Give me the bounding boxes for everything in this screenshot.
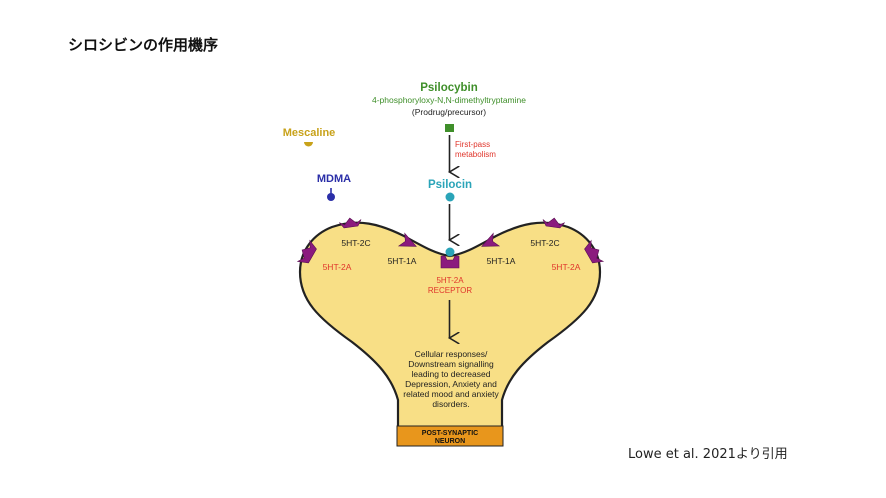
receptor-right-2c [542, 217, 565, 229]
psilocybin-name: Psilocybin [420, 82, 478, 94]
downstream-line-1: Cellular responses/ [415, 349, 488, 359]
mdma-name: MDMA [317, 173, 351, 185]
first-pass-label-2: metabolism [455, 150, 496, 159]
neuron-label-line1: POST-SYNAPTIC [422, 430, 478, 437]
slide-title: シロシビンの作用機序 [68, 36, 219, 54]
citation: Lowe et al. 2021より引用 [628, 447, 788, 462]
neuron-label-line2: NEURON [435, 438, 465, 445]
receptor-left-2c [339, 217, 362, 229]
label-right-5ht2c: 5HT-2C [530, 238, 559, 248]
psilocybin-role: (Prodrug/precursor) [412, 107, 486, 117]
mdma-molecule [327, 193, 335, 201]
downstream-line-3: leading to decreased [412, 369, 491, 379]
receptor-central [440, 255, 460, 269]
label-left-5ht2c: 5HT-2C [341, 238, 370, 248]
label-right-5ht1a: 5HT-1A [487, 256, 516, 266]
label-central-receptor-2: RECEPTOR [428, 286, 473, 295]
psilocybin-chemical-name: 4-phosphoryloxy-N,N-dimethyltryptamine [372, 95, 526, 105]
downstream-line-6: disorders. [432, 399, 469, 409]
mescaline-molecule [304, 142, 313, 147]
neuron-base [396, 425, 504, 447]
receptor-right-2a [584, 239, 605, 264]
label-central-receptor-1: 5HT-2A [436, 276, 464, 285]
first-pass-label-1: First-pass [455, 140, 490, 149]
receptor-right-1a [481, 232, 501, 247]
mescaline-name: Mescaline [283, 127, 336, 139]
receptor-left-2a [296, 239, 317, 264]
downstream-line-4: Depression, Anxiety and [405, 379, 497, 389]
receptor-left-1a [397, 232, 417, 247]
psilocin-molecule [445, 192, 455, 202]
psilocin-name: Psilocin [428, 179, 472, 191]
downstream-line-2: Downstream signalling [408, 359, 494, 369]
psilocin-bound-ligand [445, 247, 455, 257]
label-left-5ht1a: 5HT-1A [388, 256, 417, 266]
label-left-5ht2a: 5HT-2A [323, 262, 352, 272]
downstream-line-5: related mood and anxiety [403, 389, 499, 399]
label-right-5ht2a: 5HT-2A [552, 262, 581, 272]
psilocybin-molecule [445, 124, 454, 132]
